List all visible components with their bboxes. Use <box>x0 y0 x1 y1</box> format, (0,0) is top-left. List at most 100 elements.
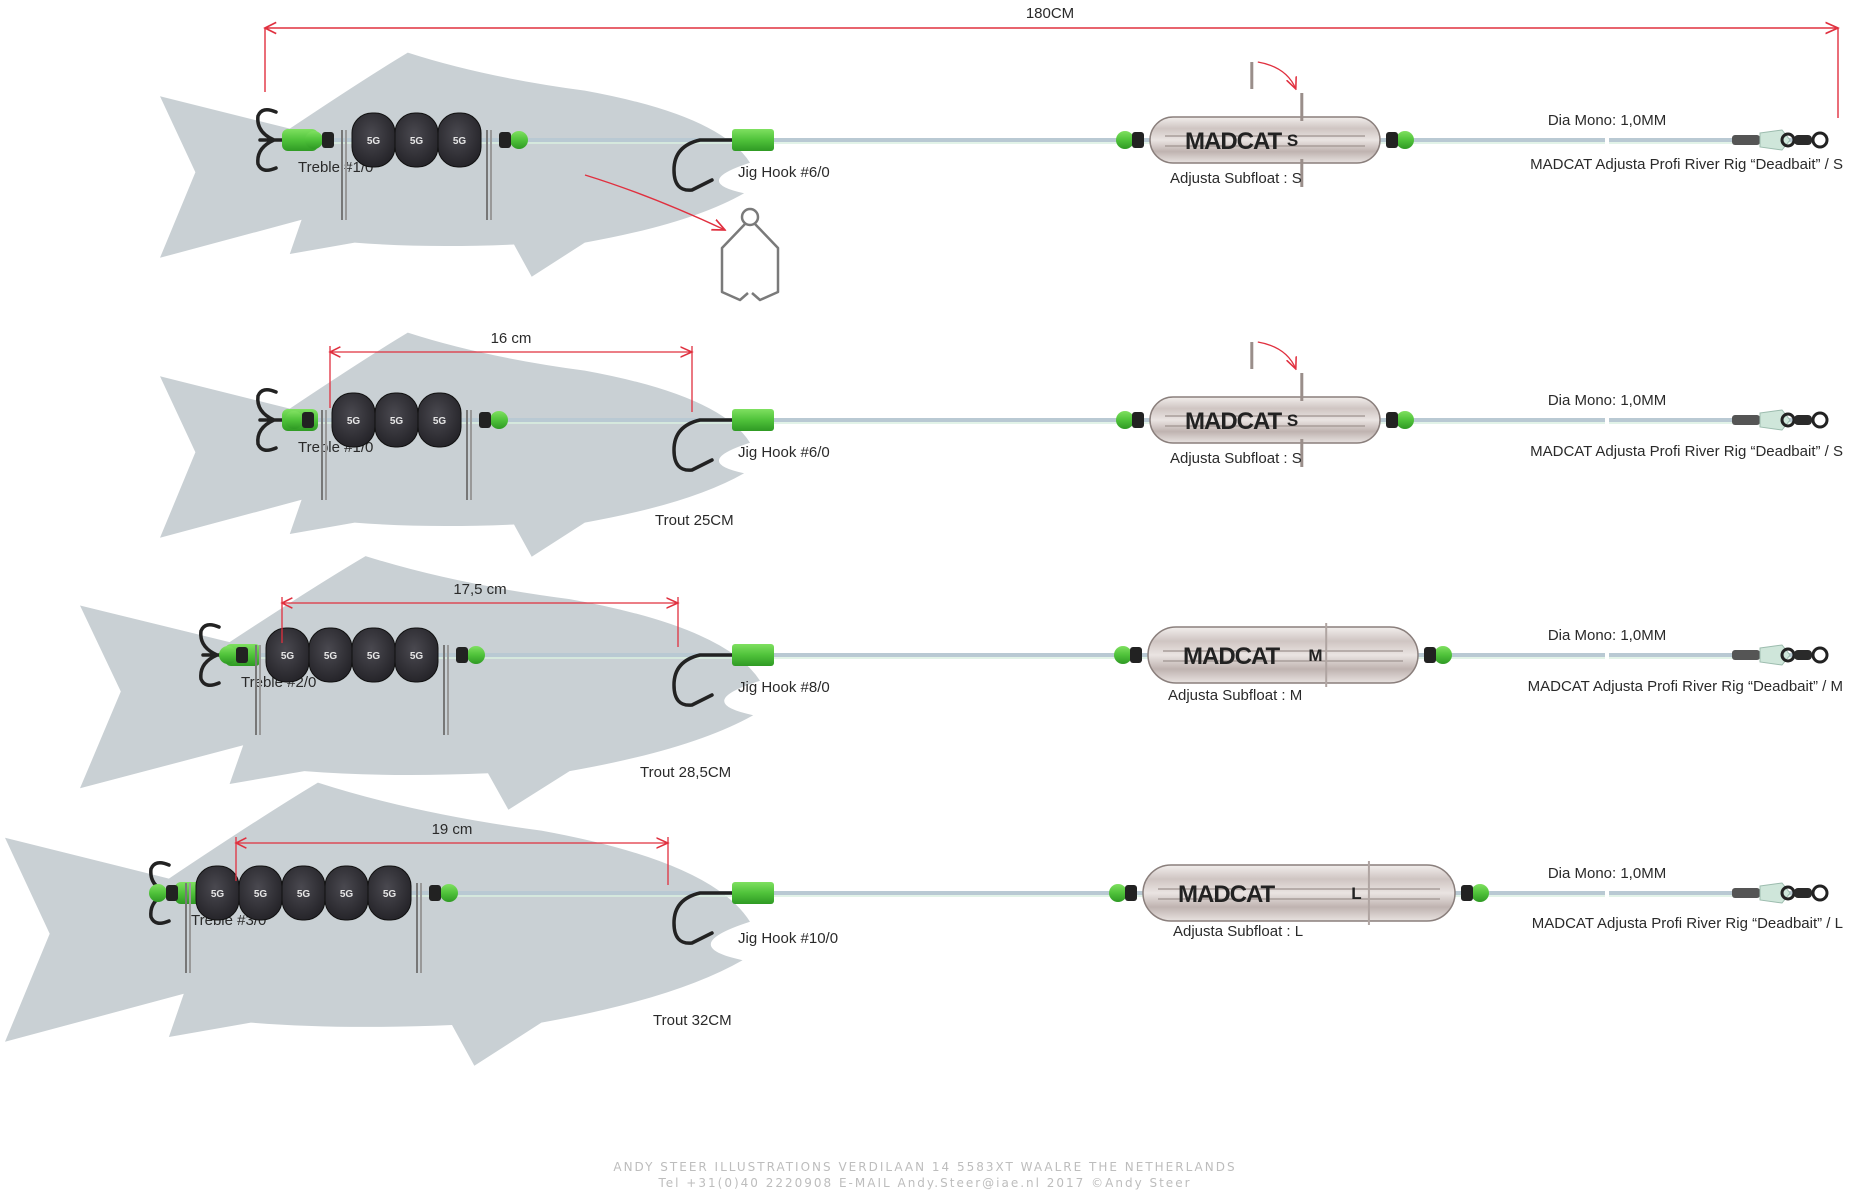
subfloat-icon <box>1147 626 1419 684</box>
jig-hook-label: Jig Hook #8/0 <box>738 679 830 696</box>
stopper-black <box>302 412 314 428</box>
float-label: Adjusta Subfloat : S <box>1170 450 1302 467</box>
float-brand-logo: MADCAT <box>1183 643 1281 670</box>
line-break <box>1605 888 1609 898</box>
bead-green <box>285 411 303 429</box>
float-size-marker: L <box>1351 884 1361 903</box>
footer-address: ANDY STEER ILLUSTRATIONS VERDILAAN 14 55… <box>613 1160 1237 1174</box>
stopper-black <box>1424 647 1436 663</box>
jig-hook-label: Jig Hook #6/0 <box>738 164 830 181</box>
bead-green <box>440 884 458 902</box>
rig-name-label: MADCAT Adjusta Profi River Rig “Deadbait… <box>1532 915 1843 932</box>
weight-label: 5G <box>433 416 447 427</box>
mono-diameter-label: Dia Mono: 1,0MM <box>1548 112 1666 129</box>
stopper-black <box>1130 647 1142 663</box>
subfloat-icon <box>1149 396 1381 444</box>
footer-contact: Tel +31(0)40 2220908 E-MAIL Andy.Steer@i… <box>658 1176 1192 1190</box>
float-label: Adjusta Subfloat : L <box>1173 923 1303 940</box>
bead-green <box>1116 411 1134 429</box>
stopper-black <box>1386 132 1398 148</box>
stopper-black <box>1132 132 1144 148</box>
stopper-black <box>1461 885 1473 901</box>
line-break <box>1605 415 1609 425</box>
lead-weight <box>417 392 462 448</box>
rig-name-label: MADCAT Adjusta Profi River Rig “Deadbait… <box>1528 678 1843 695</box>
weight-label: 5G <box>383 889 397 900</box>
float-size-marker: S <box>1287 131 1298 150</box>
trout-silhouette <box>5 782 750 1066</box>
weight-label: 5G <box>254 889 268 900</box>
bead-green <box>1471 884 1489 902</box>
subfloat-icon <box>1149 116 1381 164</box>
dimension-label: 17,5 cm <box>453 581 506 598</box>
swivel-icon <box>1732 129 1829 151</box>
overall-dimension: 180CM <box>265 5 1838 118</box>
float-label: Adjusta Subfloat : M <box>1168 687 1302 704</box>
bead-green <box>510 131 528 149</box>
weight-label: 5G <box>367 651 381 662</box>
bead-green <box>149 884 167 902</box>
float-label: Adjusta Subfloat : S <box>1170 170 1302 187</box>
lead-weight <box>437 112 482 168</box>
bead-green <box>1396 131 1414 149</box>
stopper-black <box>322 132 334 148</box>
sleeve-green <box>732 409 774 431</box>
float-brand-logo: MADCAT <box>1185 408 1283 435</box>
bead-green <box>467 646 485 664</box>
weight-label: 5G <box>453 136 467 147</box>
stopper-black <box>429 885 441 901</box>
stopper-black <box>1125 885 1137 901</box>
float-brand-logo: MADCAT <box>1178 881 1276 908</box>
mono-diameter-label: Dia Mono: 1,0MM <box>1548 627 1666 644</box>
dimension-label: 16 cm <box>491 330 532 347</box>
float-size-marker: M <box>1308 646 1322 665</box>
bead-green <box>1396 411 1414 429</box>
rig-name-label: MADCAT Adjusta Profi River Rig “Deadbait… <box>1530 156 1843 173</box>
bead-green <box>1109 884 1127 902</box>
bead-green <box>1116 131 1134 149</box>
jig-hook-icon <box>672 653 742 707</box>
overall-length-label: 180CM <box>1026 5 1074 22</box>
bead-green <box>305 131 323 149</box>
sleeve-green <box>732 882 774 904</box>
rig-name-label: MADCAT Adjusta Profi River Rig “Deadbait… <box>1530 443 1843 460</box>
subfloat-icon <box>1142 864 1456 922</box>
weight-label: 5G <box>367 136 381 147</box>
swivel-icon <box>1732 409 1829 431</box>
weight-label: 5G <box>211 889 225 900</box>
move-arrow <box>1257 341 1296 369</box>
stopper-black <box>499 132 511 148</box>
stopper-black <box>1132 412 1144 428</box>
trout-size-label: Trout 25CM <box>655 512 734 529</box>
treble-label: Treble #1/0 <box>298 159 373 176</box>
mono-diameter-label: Dia Mono: 1,0MM <box>1548 865 1666 882</box>
swivel-icon <box>1732 882 1829 904</box>
treble-hook-icon <box>256 108 284 172</box>
jig-hook-icon <box>672 418 742 472</box>
stopper-black <box>236 647 248 663</box>
weight-label: 5G <box>324 651 338 662</box>
sleeve-green <box>732 644 774 666</box>
sleeve-green <box>732 129 774 151</box>
line-break <box>1605 650 1609 660</box>
dimension-label: 19 cm <box>432 821 473 838</box>
jig-hook-icon <box>672 891 742 945</box>
stopper-black <box>456 647 468 663</box>
lead-weight <box>367 865 412 921</box>
weight-label: 5G <box>281 651 295 662</box>
treble-hook-icon <box>256 388 284 452</box>
weight-label: 5G <box>347 416 361 427</box>
weight-label: 5G <box>340 889 354 900</box>
trout-size-label: Trout 28,5CM <box>640 764 731 781</box>
lead-weight <box>394 627 439 683</box>
weight-label: 5G <box>297 889 311 900</box>
line-break <box>1605 135 1609 145</box>
bead-green <box>219 646 237 664</box>
jig-hook-label: Jig Hook #6/0 <box>738 444 830 461</box>
